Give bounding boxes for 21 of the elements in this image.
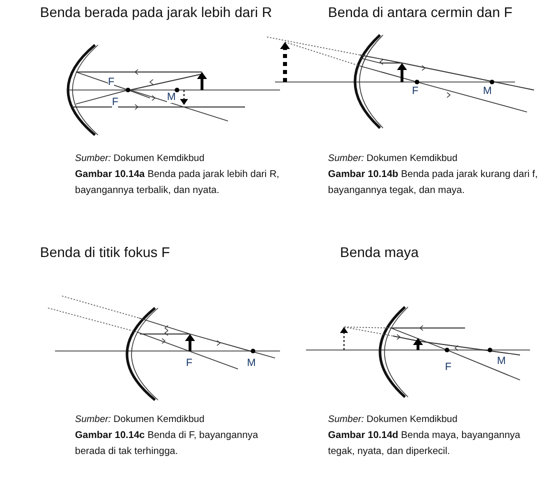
figure-caption: Gambar 10.14b Benda pada jarak kurang dari f, bayangannya tegak, dan maya.: [328, 168, 539, 198]
point-label: F: [412, 86, 418, 97]
source-note: Sumber: Dokumen Kemdikbud: [75, 153, 204, 164]
point-label: F: [108, 77, 114, 88]
panel-heading: Benda berada pada jarak lebih dari R: [40, 4, 272, 20]
panel-heading: Benda di titik fokus F: [40, 244, 170, 260]
point-label: M: [483, 86, 492, 97]
source-note: Sumber: Dokumen Kemdikbud: [75, 414, 204, 425]
point-label: M: [247, 358, 256, 369]
source-note: Sumber: Dokumen Kemdikbud: [328, 153, 458, 164]
source-note: Sumber: Dokumen Kemdikbud: [328, 414, 458, 425]
point-label: F: [112, 97, 118, 108]
point-label: F: [186, 358, 192, 369]
figure-caption: Gambar 10.14a Benda pada jarak lebih dari R, bayangannya terbalik, dan nyata.: [75, 168, 280, 198]
panel-heading: Benda maya: [340, 244, 419, 260]
point-label: M: [167, 92, 176, 103]
panel-heading: Benda di antara cermin dan F: [328, 4, 512, 20]
point-label: F: [445, 362, 452, 373]
figure-caption: Gambar 10.14c Benda di F, bayangannya berada di tak terhingga.: [75, 429, 260, 459]
point-label: M: [497, 356, 506, 367]
figure-caption: Gambar 10.14d Benda maya, bayangannya tegak, nyata, dan diperkecil.: [328, 429, 522, 459]
